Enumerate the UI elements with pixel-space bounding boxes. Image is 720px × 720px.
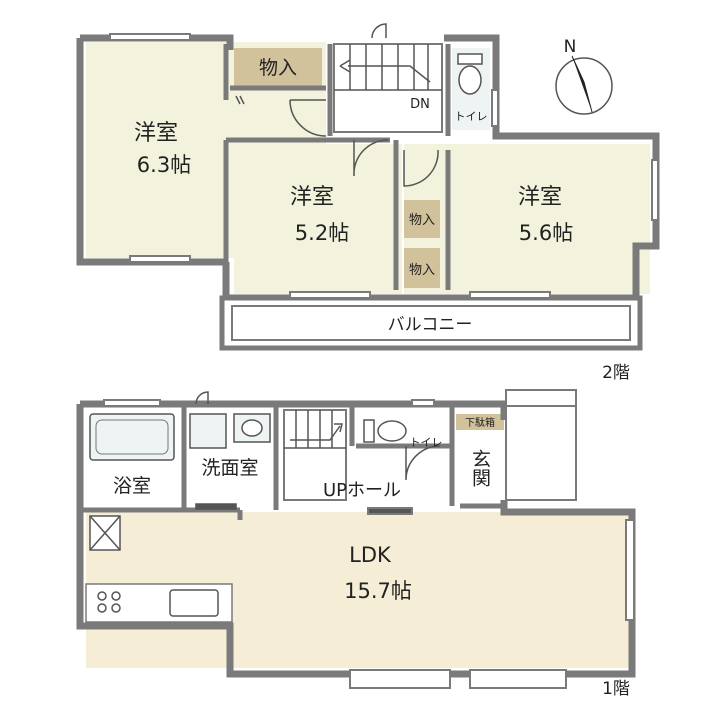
floor-2-label: 2階 — [602, 363, 630, 383]
room-west-2f-name: 洋室 — [134, 121, 178, 146]
entrance-label: 玄関 — [469, 449, 491, 487]
north-compass: N — [555, 37, 613, 115]
washroom-label: 洗面室 — [201, 457, 258, 479]
room-west-2f-size: 6.3帖 — [137, 153, 191, 177]
doors-2f — [235, 95, 439, 187]
floor-1-label: 1階 — [602, 679, 630, 699]
storage-mid1-label: 物入 — [409, 213, 435, 228]
bath-label: 浴室 — [113, 475, 151, 497]
room-east-2f — [404, 144, 650, 294]
entrance-porch — [505, 389, 577, 501]
toilet-1f-label: トイレ — [410, 436, 443, 449]
walls-1f-inner — [80, 404, 504, 520]
compass-north-label: N — [564, 37, 577, 57]
ldk-name: LDK — [349, 543, 392, 567]
storage-mid2-label: 物入 — [409, 263, 435, 278]
bathtub — [89, 413, 175, 461]
ldk-size: 15.7帖 — [344, 579, 412, 603]
storage-top-2f — [234, 48, 322, 86]
washroom-fixtures — [189, 413, 271, 510]
shoe-box — [456, 414, 504, 430]
floor-2: 洋室 6.3帖 洋室 5.2帖 洋室 5.6帖 物入 物入 物入 トイレ DN … — [76, 23, 660, 383]
toilet-2f-label: トイレ — [455, 110, 488, 123]
storage-top-label: 物入 — [259, 57, 297, 79]
storage-mid1-2f — [404, 200, 440, 238]
entrance-label-text: 玄関 — [469, 449, 491, 487]
shoe-box-label: 下駄箱 — [465, 416, 495, 429]
toilet-fixture-1f — [363, 419, 407, 443]
room-east-2f-size: 5.6帖 — [519, 221, 573, 245]
room-center-2f — [234, 144, 402, 294]
walls-2f-inner — [223, 44, 451, 290]
room-center-2f-size: 5.2帖 — [295, 221, 349, 245]
room-center-2f-name: 洋室 — [290, 185, 334, 210]
windows-2f — [109, 33, 659, 299]
floor-1: 浴室 洗面室 UPホール トイレ 下駄箱 玄関 LDK 15.7帖 1階 — [76, 389, 636, 699]
stairs-2f — [333, 43, 443, 133]
stairs-1f — [283, 409, 347, 501]
kitchen-fixtures — [89, 515, 219, 617]
hall-label: UPホール — [323, 480, 401, 501]
storage-mid2-2f — [404, 248, 440, 288]
room-east-2f-name: 洋室 — [518, 185, 562, 210]
stair-dn-label: DN — [410, 97, 430, 112]
balcony-label: バルコニー — [388, 315, 473, 335]
toilet-fixture-2f — [457, 53, 483, 95]
windows-1f — [103, 399, 635, 689]
